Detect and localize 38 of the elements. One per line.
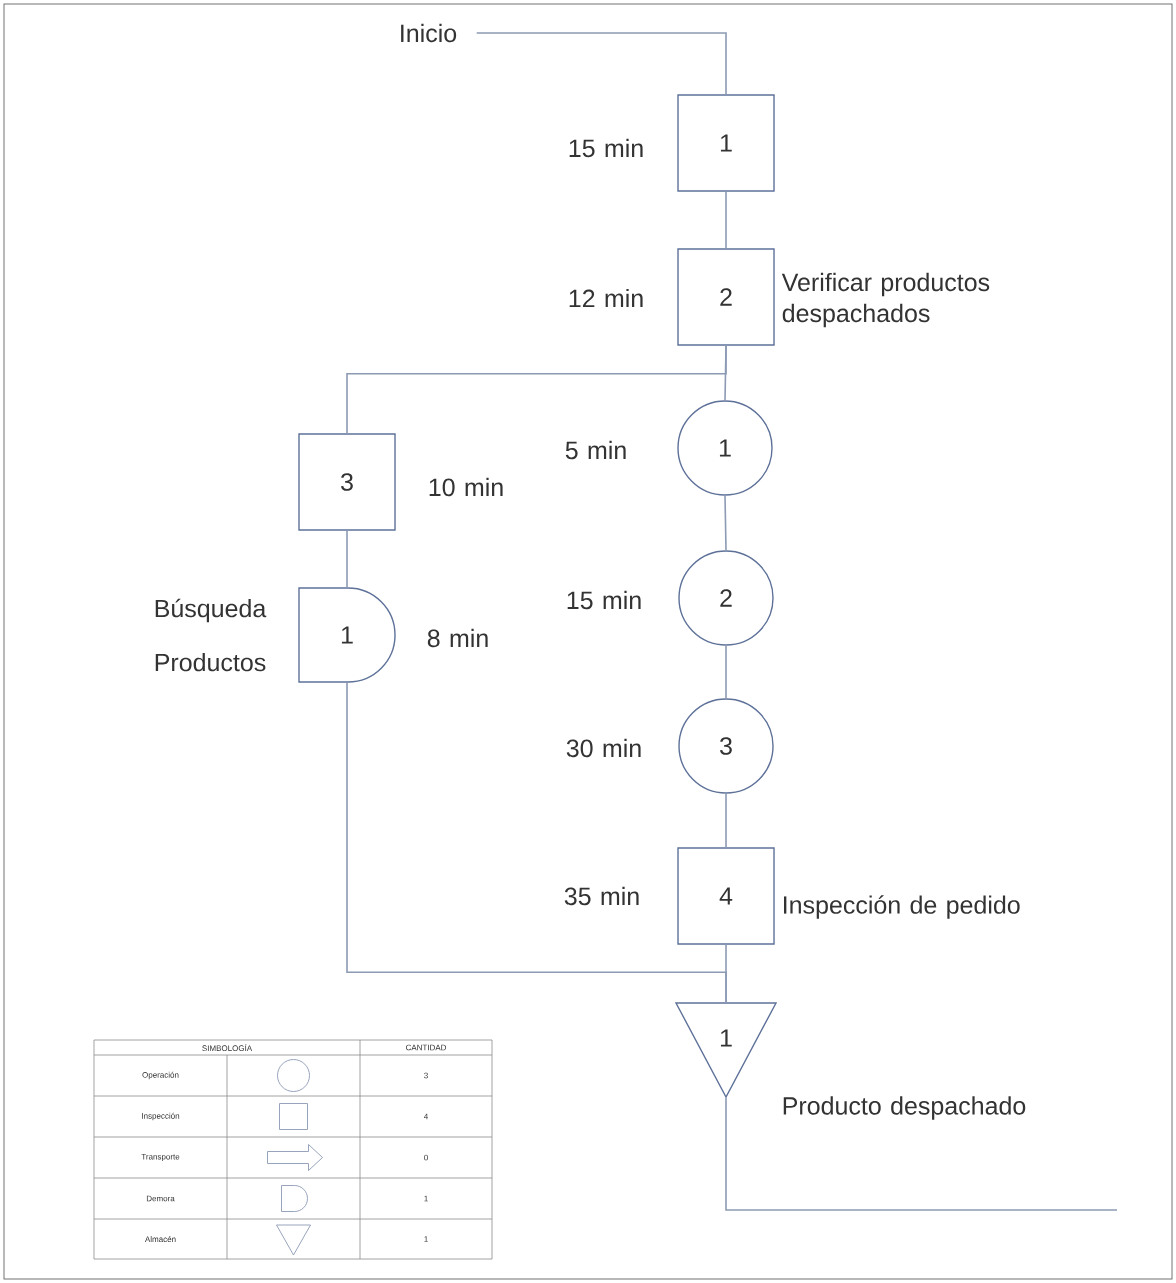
step-label: Inspección de pedido [784,895,1020,919]
table-cell: 3 [424,1072,428,1079]
start-label: Inicio [401,23,457,43]
connector-line [725,792,727,849]
table-cell: 1 [424,1236,428,1242]
time-label: 12 min [569,288,643,308]
connector-line [724,494,727,552]
table-header: CANTIDAD [405,1044,447,1051]
table-cell: 0 [424,1154,428,1161]
connector-line [346,529,348,589]
time-label: 30 min [566,738,641,758]
connector-line [475,32,727,96]
table-header: SIMBOLOGÍA [202,1044,253,1051]
table-cell: 1 [424,1195,428,1202]
table-cell: Demora [146,1195,175,1202]
connector-line [724,344,727,402]
table-cell: Almacén [144,1236,176,1242]
time-label: 5 min [565,440,626,460]
inspection-square: 1 [677,94,775,192]
time-label: 10 min [429,477,503,497]
inspection-square: 2 [677,248,775,346]
time-label: 15 min [567,590,641,610]
table-cell: Inspección [142,1112,180,1121]
connector-line [725,190,727,250]
time-label: 15 min [569,138,643,158]
step-label: Producto despachado [783,1096,1026,1120]
step-label: 8 min [427,628,488,648]
table-cell: Operación [142,1071,179,1080]
connector-line [725,644,727,700]
connector-line [725,1096,1118,1211]
time-label: 35 min [564,886,639,906]
table-cell: Transporte [141,1153,180,1162]
inspection-square: 3 [298,433,396,531]
table-cell: 4 [423,1113,428,1120]
inspection-square: 4 [677,847,775,945]
step-label: Verificar productos despachados [781,272,990,328]
connector-line [725,943,727,1004]
time-label: Búsqueda Productos [155,598,267,672]
